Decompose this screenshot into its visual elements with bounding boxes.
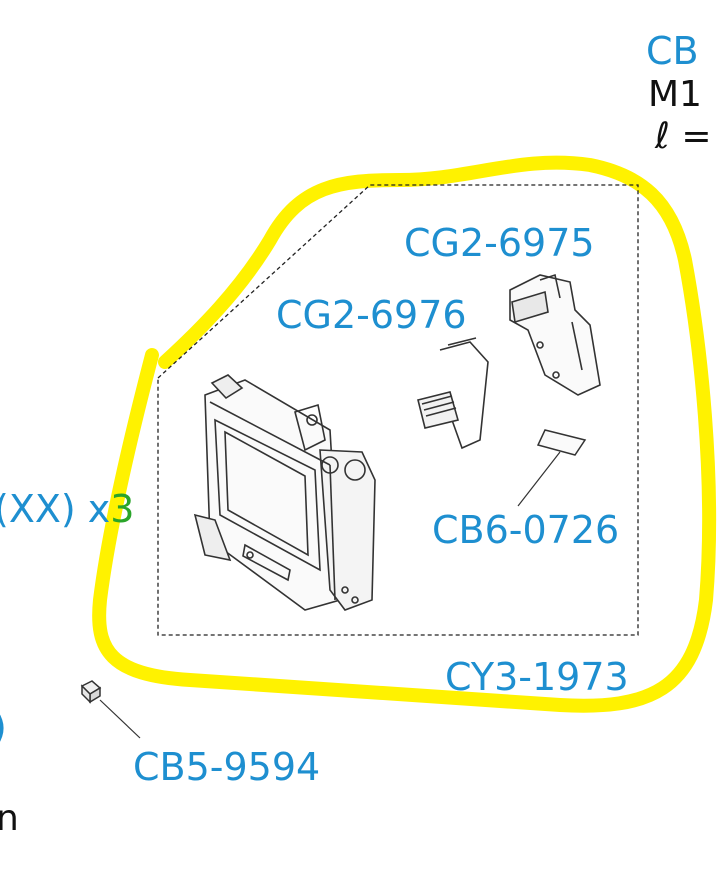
label-cg2-6976: CG2-6976 <box>276 293 467 337</box>
edge-text-left-bottom: n <box>0 798 19 839</box>
tape-piece-drawing <box>536 429 587 456</box>
yellow-highlight-stroke <box>92 155 717 713</box>
flex-cable-drawing <box>417 337 489 450</box>
edge-text-left-mid-prefix: (XX) x <box>0 487 110 531</box>
label-cb5-9594: CB5-9594 <box>133 745 320 789</box>
leader-line-cube <box>99 699 141 739</box>
sensor-unit-drawing <box>193 374 376 611</box>
label-cb6-0726: CB6-0726 <box>432 508 619 552</box>
small-cube-drawing <box>80 680 102 704</box>
edge-text-top-right-3: ℓ = <box>654 116 711 157</box>
edge-text-top-right-1: CB <box>646 29 699 73</box>
label-cg2-6975: CG2-6975 <box>404 221 595 265</box>
edge-text-left-lower: ) <box>0 705 7 749</box>
bracket-drawing <box>509 273 601 396</box>
assembly-boundary <box>157 184 639 636</box>
leader-line-tape <box>517 451 561 507</box>
edge-text-top-right-2: M1 <box>648 74 702 115</box>
label-cy3-1973: CY3-1973 <box>445 655 629 699</box>
edge-text-left-mid: (XX) x3 <box>0 487 134 531</box>
edge-text-left-mid-count: 3 <box>110 487 134 531</box>
